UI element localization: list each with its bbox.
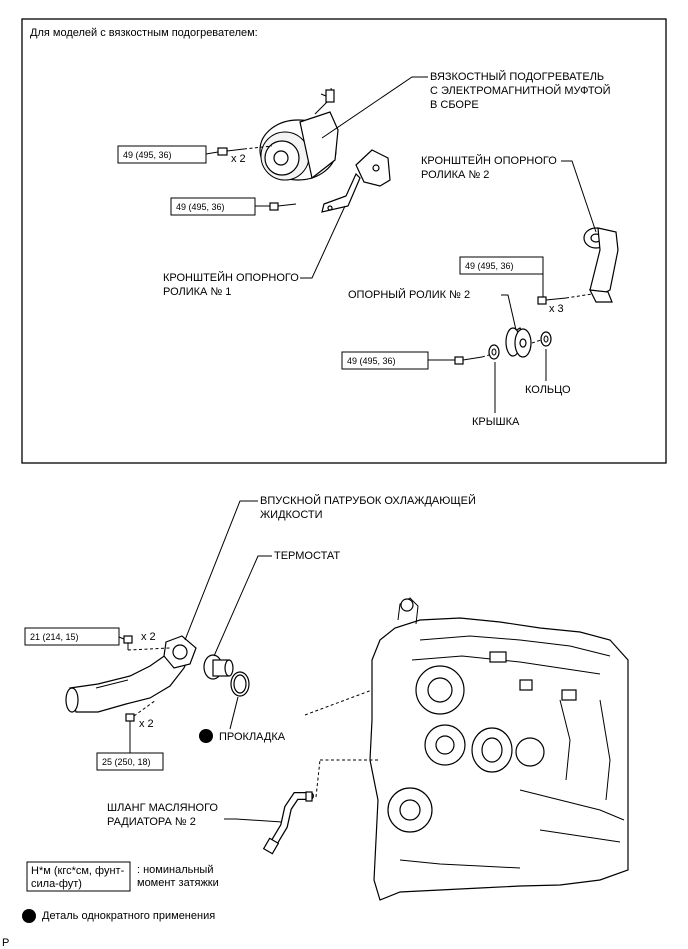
gasket-engine-dash xyxy=(304,689,373,716)
idler-pulley-2-drawing xyxy=(505,327,532,358)
engine-assembly-drawing xyxy=(369,597,629,901)
svg-text:ШЛАНГ МАСЛЯНОГО: ШЛАНГ МАСЛЯНОГО xyxy=(107,802,218,814)
bracket2-bolt-qty: x 3 xyxy=(549,303,564,315)
legend-unit-line2: сила-фут) xyxy=(31,878,82,890)
oil-cooler-hose-label: ШЛАНГ МАСЛЯНОГО РАДИАТОРА № 2 xyxy=(107,802,283,828)
svg-text:РОЛИКА № 1: РОЛИКА № 1 xyxy=(163,286,231,298)
legend-unit-line1: Н*м (кгс*см, фунт- xyxy=(31,865,125,877)
gasket-label: ПРОКЛАДКА xyxy=(219,731,286,743)
svg-text:ВПУСКНОЙ ПАТРУБОК ОХЛАЖДАЮЩЕЙ: ВПУСКНОЙ ПАТРУБОК ОХЛАЖДАЮЩЕЙ xyxy=(260,494,476,507)
idler-bracket-2-label: КРОНШТЕЙН ОПОРНОГО РОЛИКА № 2 xyxy=(421,154,597,233)
torque-box-inlet-upper xyxy=(24,627,120,646)
inlet-lower-bolt xyxy=(125,699,157,756)
torque-box-heater xyxy=(117,145,207,164)
svg-text:РАДИАТОРА № 2: РАДИАТОРА № 2 xyxy=(107,816,196,828)
inlet-upper-qty: x 2 xyxy=(141,631,156,643)
ring-label: КОЛЬЦО xyxy=(525,384,571,396)
hose-engine-dash xyxy=(315,759,321,798)
viscous-heater-drawing xyxy=(259,87,339,181)
bracket2-bolt xyxy=(537,293,593,305)
filled-circle-icon xyxy=(22,909,36,923)
gasket-drawing xyxy=(230,671,250,697)
oil-cooler-hose-drawing xyxy=(262,791,314,855)
torque-inlet-lower: 25 (250, 18) xyxy=(102,757,151,767)
torque-bracket2: 49 (495, 36) xyxy=(465,261,514,271)
idler-pulley-2-label: ОПОРНЫЙ РОЛИК № 2 xyxy=(348,288,470,301)
ring-drawing xyxy=(540,331,552,347)
svg-text:С ЭЛЕКТРОМАГНИТНОЙ МУФТОЙ: С ЭЛЕКТРОМАГНИТНОЙ МУФТОЙ xyxy=(430,84,611,97)
torque-pulley: 49 (495, 36) xyxy=(347,356,396,366)
idler-bracket-1-drawing xyxy=(321,149,391,213)
thermostat-label: ТЕРМОСТАТ xyxy=(274,550,340,562)
svg-text:В СБОРЕ: В СБОРЕ xyxy=(430,99,479,111)
water-inlet-drawing xyxy=(65,635,197,713)
cover-drawing xyxy=(488,344,500,360)
idler-bracket-2-drawing xyxy=(583,227,619,303)
corner-mark: P xyxy=(2,937,9,949)
bracket1-bolt xyxy=(269,202,297,211)
inlet-upper-bolt xyxy=(123,635,171,651)
svg-text:ВЯЗКОСТНЫЙ ПОДОГРЕВАТЕЛЬ: ВЯЗКОСТНЫЙ ПОДОГРЕВАТЕЛЬ xyxy=(430,70,604,83)
viscous-heater-label: ВЯЗКОСТНЫЙ ПОДОГРЕВАТЕЛЬ С ЭЛЕКТРОМАГНИТ… xyxy=(321,70,611,139)
legend-unit-box xyxy=(26,861,131,892)
legend-single-use: Деталь однократного применения xyxy=(42,910,215,922)
svg-text:ЖИДКОСТИ: ЖИДКОСТИ xyxy=(260,509,323,521)
inlet-lower-qty: x 2 xyxy=(139,718,154,730)
svg-text:КРОНШТЕЙН ОПОРНОГО: КРОНШТЕЙН ОПОРНОГО xyxy=(163,271,299,284)
pulley-bolt xyxy=(454,354,490,365)
torque-box-inlet-lower xyxy=(96,752,164,771)
idler-bracket-1-label: КРОНШТЕЙН ОПОРНОГО РОЛИКА № 1 xyxy=(163,205,346,298)
svg-text:КРОНШТЕЙН ОПОРНОГО: КРОНШТЕЙН ОПОРНОГО xyxy=(421,154,557,167)
svg-text:РОЛИКА № 2: РОЛИКА № 2 xyxy=(421,169,489,181)
viscous-box-title: Для моделей с вязкостным подогревателем: xyxy=(30,27,258,39)
viscous-heater-frame xyxy=(21,18,667,464)
legend-unit-desc-line2: момент затяжки xyxy=(137,877,219,889)
filled-circle-icon xyxy=(199,729,213,743)
heater-bolt xyxy=(217,145,273,156)
torque-inlet-upper: 21 (214, 15) xyxy=(30,632,79,642)
thermostat-drawing xyxy=(203,654,234,680)
torque-bracket1: 49 (495, 36) xyxy=(176,202,225,212)
water-inlet-label: ВПУСКНОЙ ПАТРУБОК ОХЛАЖДАЮЩЕЙ ЖИДКОСТИ xyxy=(184,494,476,641)
cover-label: КРЫШКА xyxy=(472,416,520,428)
legend-unit-desc-line1: : номинальный xyxy=(137,864,213,876)
torque-heater: 49 (495, 36) xyxy=(123,150,172,160)
heater-bolt-qty: x 2 xyxy=(231,153,246,165)
